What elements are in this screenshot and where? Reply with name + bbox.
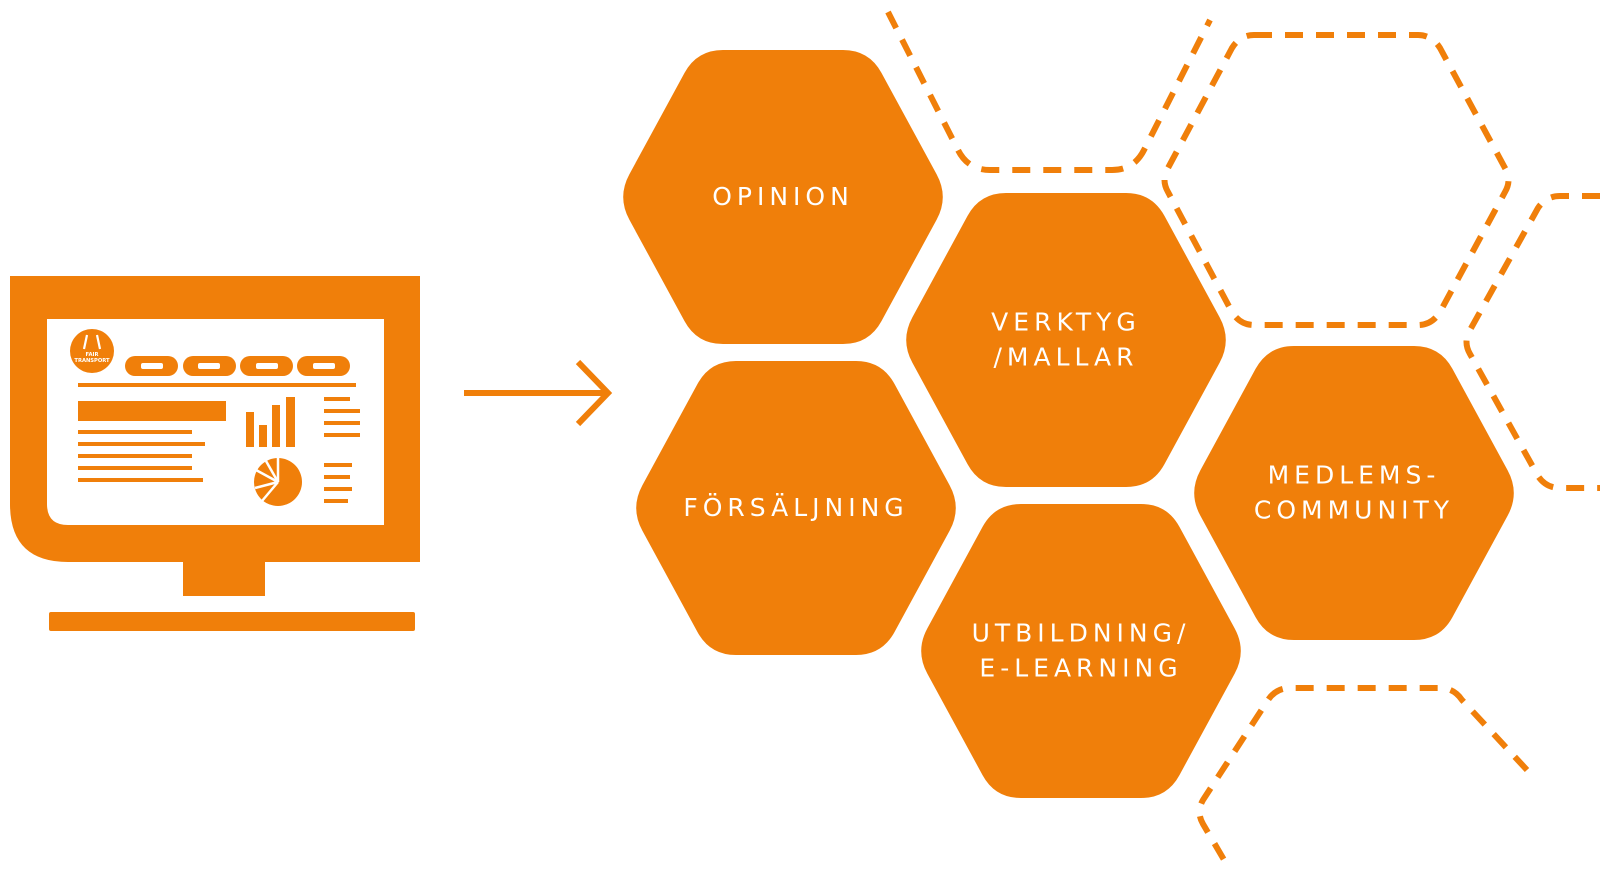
placeholder-hexagon [1161, 32, 1512, 328]
hexagon-label: FÖRSÄLJNING [683, 493, 908, 522]
legend-lines [324, 397, 360, 437]
hexagon-opinion: OPINION [623, 50, 943, 344]
hexagon-label: OPINION [712, 182, 854, 211]
legend-lines [324, 463, 352, 503]
hexagon-utbildning: UTBILDNING/E-LEARNING [921, 504, 1241, 798]
header-divider [78, 383, 356, 387]
hexagon-label: E-LEARNING [979, 654, 1182, 683]
text-block-lines [78, 401, 226, 482]
fair-transport-logo: FAIR TRANSPORT [70, 329, 114, 373]
hexagon-shape [1194, 346, 1514, 640]
computer-monitor-icon: FAIR TRANSPORT [10, 276, 420, 631]
bar-chart-icon [246, 397, 295, 447]
placeholder-hexagon [1196, 685, 1530, 872]
pie-chart-icon [254, 458, 302, 506]
monitor-stand [183, 562, 265, 596]
hexagon-shape [921, 504, 1241, 798]
hexagon-shape [636, 361, 956, 655]
hexagon-shape [906, 193, 1226, 487]
hexagon-label: UTBILDNING/ [972, 619, 1191, 648]
hexagon-shape [623, 50, 943, 344]
hexagon-medlems: MEDLEMS- COMMUNITY [1194, 346, 1514, 640]
right-arrow-icon [464, 359, 613, 427]
logo-text: FAIR [86, 352, 99, 358]
hexagon-group: OPINION VERKTYG/MALLAR FÖRSÄLJNING UTBILDNI… [623, 50, 1514, 798]
hexagon-label: VERKTYG [991, 308, 1141, 337]
tab-bar [125, 356, 350, 376]
hexagon-forsaljning: FÖRSÄLJNING [636, 361, 956, 655]
logo-text: TRANSPORT [74, 358, 110, 364]
placeholder-hexagon [885, 10, 1213, 173]
hexagon-label: COMMUNITY [1254, 496, 1454, 525]
hexagon-verktyg: VERKTYG/MALLAR [906, 193, 1226, 487]
hexagon-label: /MALLAR [994, 343, 1139, 372]
placeholder-hexagons [885, 10, 1600, 872]
placeholder-hexagon [1463, 193, 1600, 491]
monitor-base [49, 612, 415, 631]
hexagon-label: MEDLEMS- [1268, 461, 1441, 490]
